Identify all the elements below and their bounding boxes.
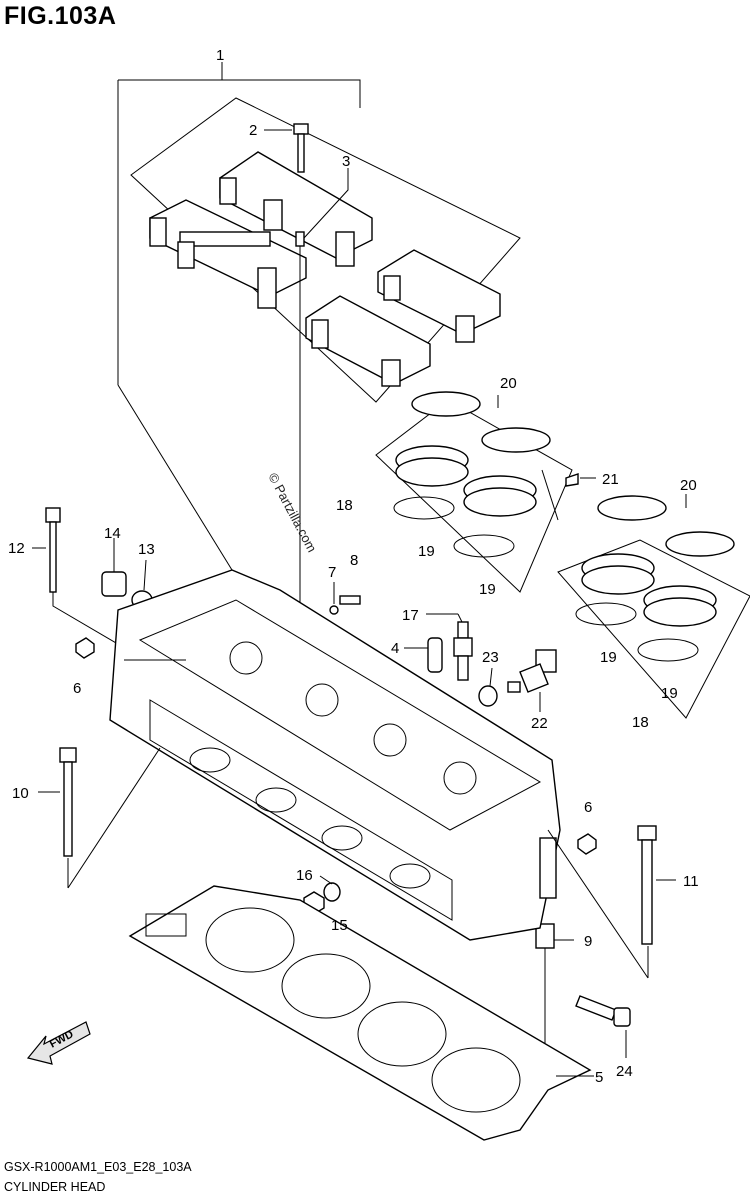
callout-4: 4 <box>391 640 399 657</box>
callout-11: 11 <box>683 873 699 890</box>
callout-labels: 1 2 3 4 5 6 6 7 8 9 10 11 12 13 14 15 16… <box>8 47 699 1086</box>
callout-20a: 20 <box>500 375 517 392</box>
callout-3: 3 <box>342 153 350 170</box>
callout-23: 23 <box>482 649 499 666</box>
callout-12: 12 <box>8 540 25 557</box>
bolt-2-part <box>264 123 309 173</box>
callout-21: 21 <box>602 471 619 488</box>
callout-9: 9 <box>584 933 592 950</box>
intake-pipe-group-lower <box>557 494 750 719</box>
intake-pipe-group-upper <box>375 391 596 593</box>
callout-22: 22 <box>531 715 548 732</box>
diagram-name: CYLINDER HEAD <box>4 1180 106 1194</box>
callout-24: 24 <box>616 1063 633 1080</box>
callout-15: 15 <box>331 917 348 934</box>
callout-1: 1 <box>216 47 224 64</box>
callout-19c: 19 <box>600 649 617 666</box>
callout-6a: 6 <box>73 680 81 697</box>
callout-13: 13 <box>138 541 155 558</box>
callout-5: 5 <box>595 1069 603 1086</box>
callout-18b: 18 <box>632 714 649 731</box>
camshaft-holder-b <box>219 151 373 267</box>
callout-18a: 18 <box>336 497 353 514</box>
figure-title: FIG.103A <box>4 2 117 30</box>
callout-17: 17 <box>402 607 419 624</box>
cylinder-head <box>67 569 649 979</box>
camshaft-holder-d <box>305 295 431 387</box>
callout-2: 2 <box>249 122 257 139</box>
fwd-arrow: FWD <box>26 1021 91 1065</box>
camshaft-holder-a <box>149 199 307 309</box>
callout-6b: 6 <box>584 799 592 816</box>
callout-19a: 19 <box>418 543 435 560</box>
callout-16: 16 <box>296 867 313 884</box>
watermark: © Partzilla.com <box>265 470 319 554</box>
callout-19d: 19 <box>661 685 678 702</box>
callout-10: 10 <box>12 785 29 802</box>
callout-8: 8 <box>350 552 358 569</box>
callout-14: 14 <box>104 525 121 542</box>
camshaft-holder-c <box>377 249 501 343</box>
callout-7: 7 <box>328 564 336 581</box>
head-gasket <box>128 885 594 1141</box>
small-parts <box>32 507 676 1058</box>
callout-20b: 20 <box>680 477 697 494</box>
diagram-code: GSX-R1000AM1_E03_E28_103A <box>4 1160 192 1174</box>
camshaft-holder-group <box>117 62 521 618</box>
callout-19b: 19 <box>479 581 496 598</box>
